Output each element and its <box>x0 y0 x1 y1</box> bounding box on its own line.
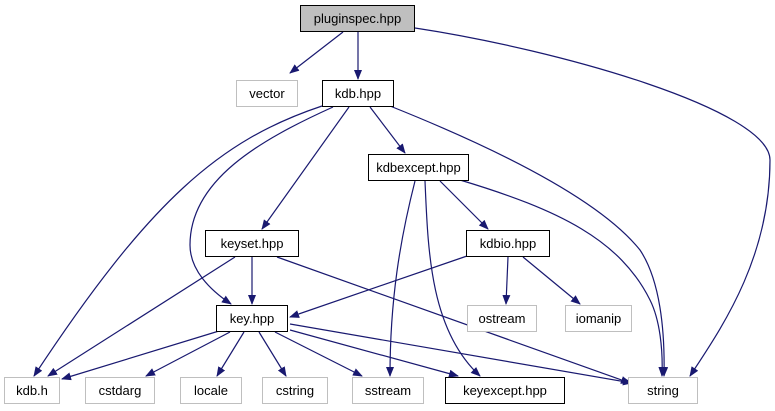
node-keyexcept[interactable]: keyexcept.hpp <box>445 377 565 404</box>
edge-kdb_hpp-to-kdb_h <box>33 105 323 377</box>
node-sstream: sstream <box>352 377 424 404</box>
edge-keyset-to-kdb_h <box>47 256 236 377</box>
edge-pluginspec-to-string <box>414 27 771 377</box>
edge-kdbio-to-key <box>289 255 468 318</box>
node-key[interactable]: key.hpp <box>216 305 288 332</box>
edge-keyset-to-string <box>276 256 631 384</box>
edge-key-to-kdb_h <box>61 330 220 381</box>
node-ostream: ostream <box>467 305 537 332</box>
edge-kdb_hpp-to-string <box>389 105 669 377</box>
node-kdb-hpp[interactable]: kdb.hpp <box>322 80 394 107</box>
edge-kdbio-to-ostream <box>502 256 511 305</box>
node-iomanip: iomanip <box>565 305 632 332</box>
node-cstdarg: cstdarg <box>85 377 155 404</box>
edge-key-to-keyexcept <box>289 329 459 378</box>
edge-kdb_hpp-to-keyset <box>261 106 350 230</box>
edge-kdbexcept-to-kdbio <box>439 180 489 230</box>
edge-pluginspec-to-vector <box>289 31 344 74</box>
edge-kdbexcept-to-string <box>459 179 667 377</box>
edge-kdbexcept-to-keyexcept <box>424 180 481 377</box>
edge-key-to-string <box>289 323 633 386</box>
node-kdbexcept[interactable]: kdbexcept.hpp <box>368 154 469 181</box>
node-kdbio[interactable]: kdbio.hpp <box>466 230 550 257</box>
edge-kdb_hpp-to-kdbexcept <box>369 106 406 154</box>
edge-kdbio-to-iomanip <box>522 256 581 305</box>
node-pluginspec[interactable]: pluginspec.hpp <box>300 5 415 32</box>
node-vector: vector <box>236 80 298 107</box>
node-cstring: cstring <box>262 377 328 404</box>
edge-key-to-cstring <box>258 331 287 377</box>
edge-key-to-locale <box>216 331 245 377</box>
node-string: string <box>628 377 698 404</box>
edge-key-to-sstream <box>274 331 363 377</box>
edge-key-to-cstdarg <box>145 331 231 377</box>
node-locale: locale <box>180 377 242 404</box>
node-keyset[interactable]: keyset.hpp <box>205 230 299 257</box>
edge-kdbexcept-to-sstream <box>386 180 416 377</box>
edge-kdb_hpp-to-key <box>189 106 334 305</box>
node-kdb-h: kdb.h <box>4 377 60 404</box>
